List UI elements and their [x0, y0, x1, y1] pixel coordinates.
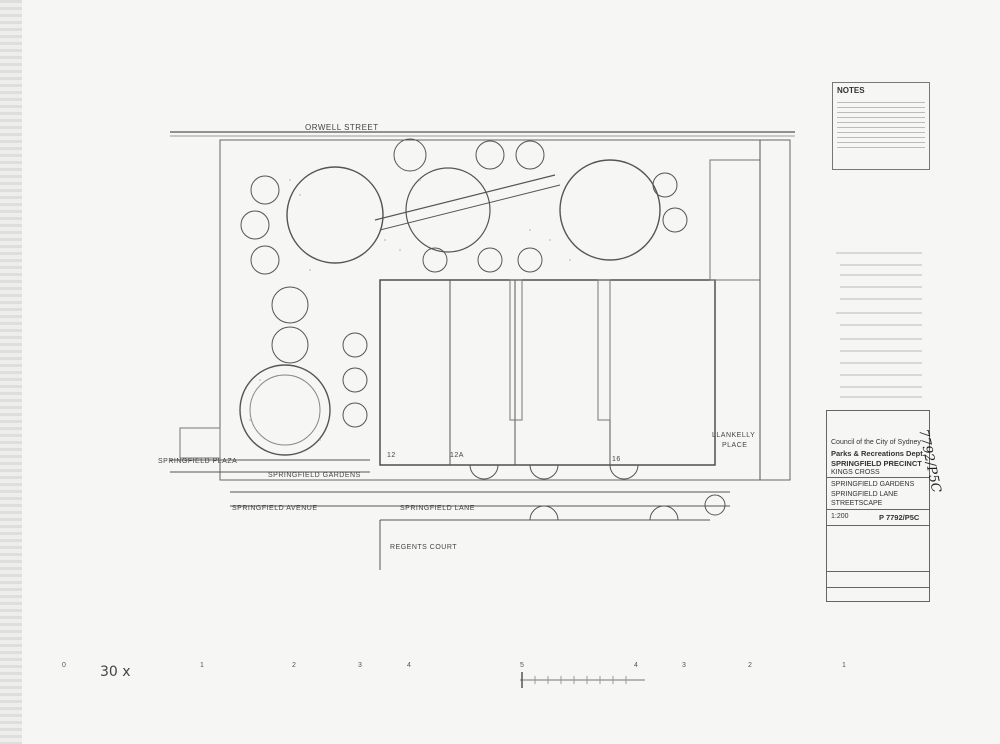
- springfield-lane-label: SPRINGFIELD LANE: [400, 505, 475, 512]
- springfield-avenue-label: SPRINGFIELD AVENUE: [232, 505, 318, 512]
- scale-mark: 1: [200, 662, 204, 669]
- scale-mark: 0: [62, 662, 66, 669]
- schedule-lines: [836, 252, 922, 398]
- project-line-3: STREETSCAPE: [831, 500, 883, 507]
- orwell-street-label: ORWELL STREET: [305, 123, 379, 132]
- department-name: Parks & Recreations Dept.: [831, 449, 925, 458]
- lot-number-16: 16: [612, 456, 621, 463]
- scale-mark: 3: [358, 662, 362, 669]
- title-block: Council of the City of Sydney Parks & Re…: [826, 410, 930, 602]
- scale-mark: 5: [520, 662, 524, 669]
- suburb-name: KINGS CROSS: [831, 469, 880, 476]
- scale-mark: 4: [634, 662, 638, 669]
- drawing-scale: 1:200: [831, 513, 849, 520]
- drawing-number: P 7792/P5C: [879, 513, 920, 522]
- scale-mark: 2: [748, 662, 752, 669]
- project-line-1: SPRINGFIELD GARDENS: [831, 481, 915, 488]
- scale-mark: 4: [407, 662, 411, 669]
- notes-lines: [837, 98, 925, 152]
- scale-ruler: [520, 672, 645, 688]
- lot-number-12a: 12A: [450, 452, 464, 459]
- regents-court-label: REGENTS COURT: [390, 544, 458, 551]
- site-plan: [170, 131, 795, 570]
- scale-mark: 1: [842, 662, 846, 669]
- notes-panel: NOTES: [832, 82, 930, 170]
- project-line-2: SPRINGFIELD LANE: [831, 491, 898, 498]
- scale-mark: 3: [682, 662, 686, 669]
- springfield-gardens-label: SPRINGFIELD GARDENS: [268, 472, 361, 479]
- council-name: Council of the City of Sydney: [831, 439, 921, 446]
- scale-note: 30 x: [100, 664, 131, 680]
- place-label: PLACE: [722, 442, 748, 449]
- springfield-plaza-label: SPRINGFIELD PLAZA: [158, 458, 238, 465]
- lot-number-12: 12: [387, 452, 396, 459]
- scanned-edge: [0, 0, 22, 744]
- precinct-name: SPRINGFIELD PRECINCT: [831, 459, 922, 468]
- llankelly-label: LLANKELLY: [712, 432, 756, 439]
- notes-title: NOTES: [837, 86, 865, 95]
- scale-mark: 2: [292, 662, 296, 669]
